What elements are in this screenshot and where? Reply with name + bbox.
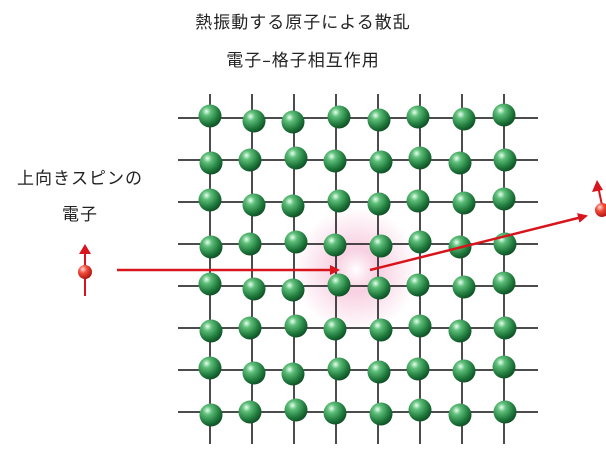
lattice-atom [406, 273, 430, 297]
lattice-atom [198, 104, 222, 128]
lattice-atom [369, 150, 393, 174]
lattice-atom [284, 398, 308, 422]
incoming-electron [78, 244, 92, 296]
lattice-atom [492, 187, 516, 211]
lattice-atom [408, 230, 432, 254]
lattice-atom [281, 110, 305, 134]
lattice-atom [327, 105, 351, 129]
electron-label-line-1: 上向きスピンの [17, 169, 143, 189]
lattice-atom [238, 400, 262, 424]
title-line-2: 電子–格子相互作用 [226, 51, 380, 71]
lattice-atom [199, 235, 223, 259]
lattice-atom [493, 148, 517, 172]
title-line-1: 熱振動する原子による散乱 [195, 13, 411, 33]
lattice-atom [198, 188, 222, 212]
outgoing-path-arrow [369, 213, 588, 272]
lattice-atom [408, 314, 432, 338]
lattice-atom [238, 316, 262, 340]
lattice-atom [323, 149, 347, 173]
lattice-atom [284, 230, 308, 254]
lattice-atom [199, 319, 223, 343]
lattice-atom [198, 272, 222, 296]
lattice-atom [238, 148, 262, 172]
lattice-atom [492, 271, 516, 295]
lattice-atom [242, 109, 266, 133]
lattice-atom [323, 233, 347, 257]
lattice-atom [452, 107, 476, 131]
lattice-atom [448, 151, 472, 175]
lattice-atom [408, 146, 432, 170]
lattice-atom [493, 400, 517, 424]
lattice-atom [369, 318, 393, 342]
lattice-atom [406, 189, 430, 213]
lattice-atom [493, 316, 517, 340]
lattice-atom [492, 355, 516, 379]
lattice-atom [448, 319, 472, 343]
lattice-atom [281, 194, 305, 218]
lattice-atom [284, 314, 308, 338]
lattice-atom [367, 276, 391, 300]
electron-label-line-2: 電子 [62, 205, 98, 225]
lattice-atom [327, 357, 351, 381]
lattice-atom [367, 108, 391, 132]
lattice-atom [369, 402, 393, 426]
lattice-atom [281, 362, 305, 386]
lattice-atom [327, 273, 351, 297]
lattice-atom [242, 361, 266, 385]
lattice-atom [369, 234, 393, 258]
lattice-atom [452, 191, 476, 215]
lattice-atom [199, 403, 223, 427]
lattice-atom [242, 193, 266, 217]
lattice-atom [323, 317, 347, 341]
lattice-atom [238, 232, 262, 256]
lattice-atom [452, 359, 476, 383]
lattice-atom [199, 151, 223, 175]
lattice-atom [492, 103, 516, 127]
lattice-atom [242, 277, 266, 301]
lattice-atom [367, 192, 391, 216]
outgoing-electron [592, 180, 606, 217]
lattice-atom [452, 275, 476, 299]
lattice-atom [284, 146, 308, 170]
lattice-atom [327, 189, 351, 213]
lattice-atom [281, 278, 305, 302]
lattice-atom [406, 357, 430, 381]
lattice-atom [408, 398, 432, 422]
lattice-atom [323, 401, 347, 425]
lattice-atom [367, 360, 391, 384]
lattice-atom [406, 105, 430, 129]
lattice-atom [198, 356, 222, 380]
lattice-atom [448, 403, 472, 427]
